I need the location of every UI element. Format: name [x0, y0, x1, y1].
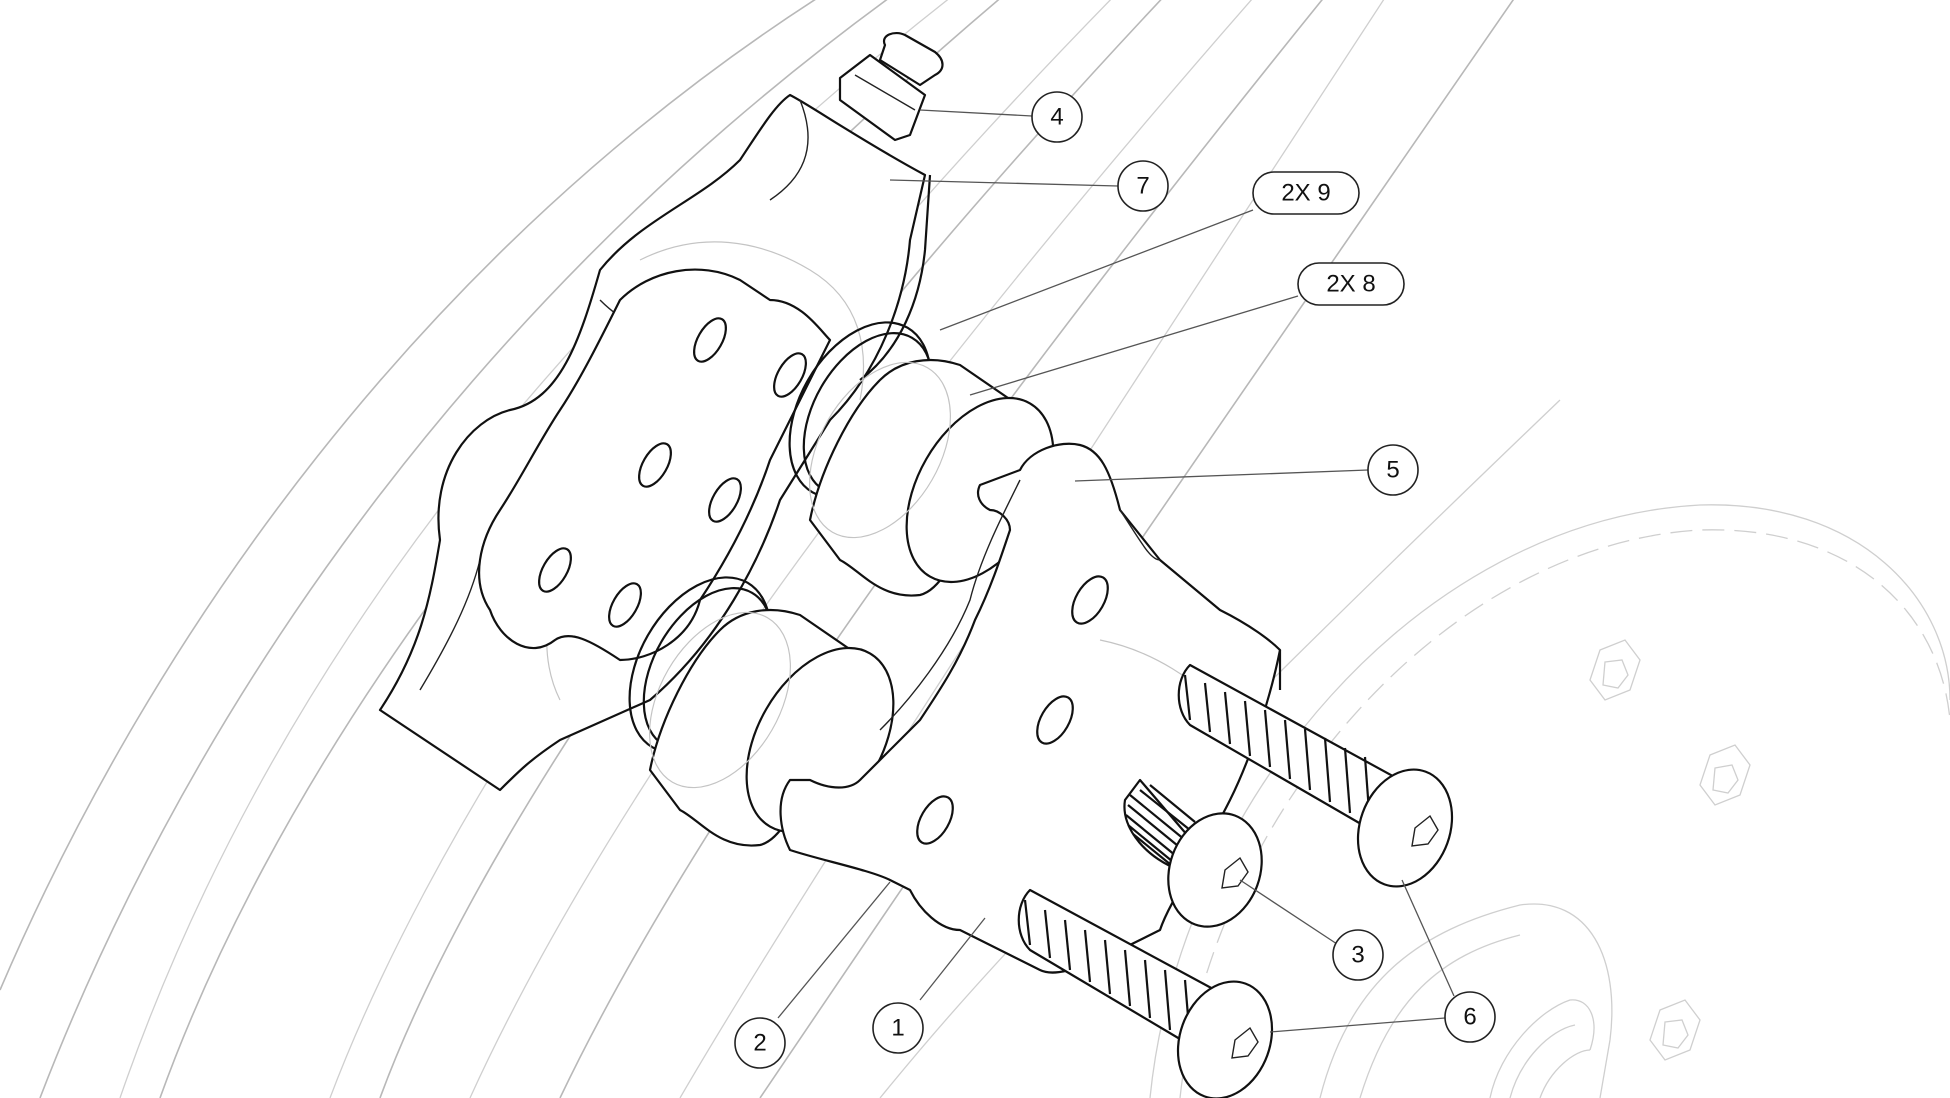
disc-hub-spokes [1489, 999, 1595, 1098]
leader-line-1 [919, 917, 986, 1001]
leader-line-6b [1269, 1017, 1446, 1033]
leader-line-8 [969, 295, 1299, 396]
leader-line-2 [777, 881, 891, 1019]
callout-label-6: 6 [1463, 1004, 1476, 1031]
callout-7: 7 [1117, 160, 1169, 212]
callout-label-3: 3 [1351, 942, 1364, 969]
callout-5: 5 [1367, 444, 1419, 496]
caliper-mounting-plate [478, 268, 832, 662]
callout-label-4: 4 [1050, 104, 1063, 131]
callout-9: 2X 9 [1252, 171, 1360, 215]
leader-line-6a [1401, 879, 1455, 997]
leader-line-5 [1074, 469, 1369, 482]
callout-8: 2X 8 [1297, 262, 1405, 306]
callout-2: 2 [734, 1017, 786, 1069]
callout-1: 1 [872, 1002, 924, 1054]
long-screw-part-lower [1017, 888, 1274, 1098]
small-screw-threads [1125, 784, 1196, 870]
callout-label-7: 7 [1136, 173, 1149, 200]
callout-label-8: 2X 8 [1326, 271, 1375, 298]
leader-lines [777, 109, 1455, 1033]
bleed-nipple-part [838, 31, 944, 142]
disc-hex-hole [1649, 999, 1701, 1061]
long-screw-part-upper [1177, 663, 1454, 888]
callout-label-1: 1 [891, 1015, 904, 1042]
leader-line-4 [919, 109, 1033, 117]
callout-3: 3 [1332, 929, 1384, 981]
callout-label-5: 5 [1386, 457, 1399, 484]
disc-hex-hole [1699, 744, 1751, 806]
small-screw-part [1123, 778, 1263, 928]
callout-label-2: 2 [753, 1030, 766, 1057]
disc-hex-hole [1589, 639, 1641, 701]
leader-line-7 [889, 179, 1119, 187]
callout-4: 4 [1031, 91, 1083, 143]
leader-line-9 [939, 209, 1254, 331]
brake-disc-background [1149, 504, 1950, 1098]
callout-label-9: 2X 9 [1281, 180, 1330, 207]
leader-line-3 [1239, 879, 1338, 945]
callout-6: 6 [1444, 991, 1496, 1043]
